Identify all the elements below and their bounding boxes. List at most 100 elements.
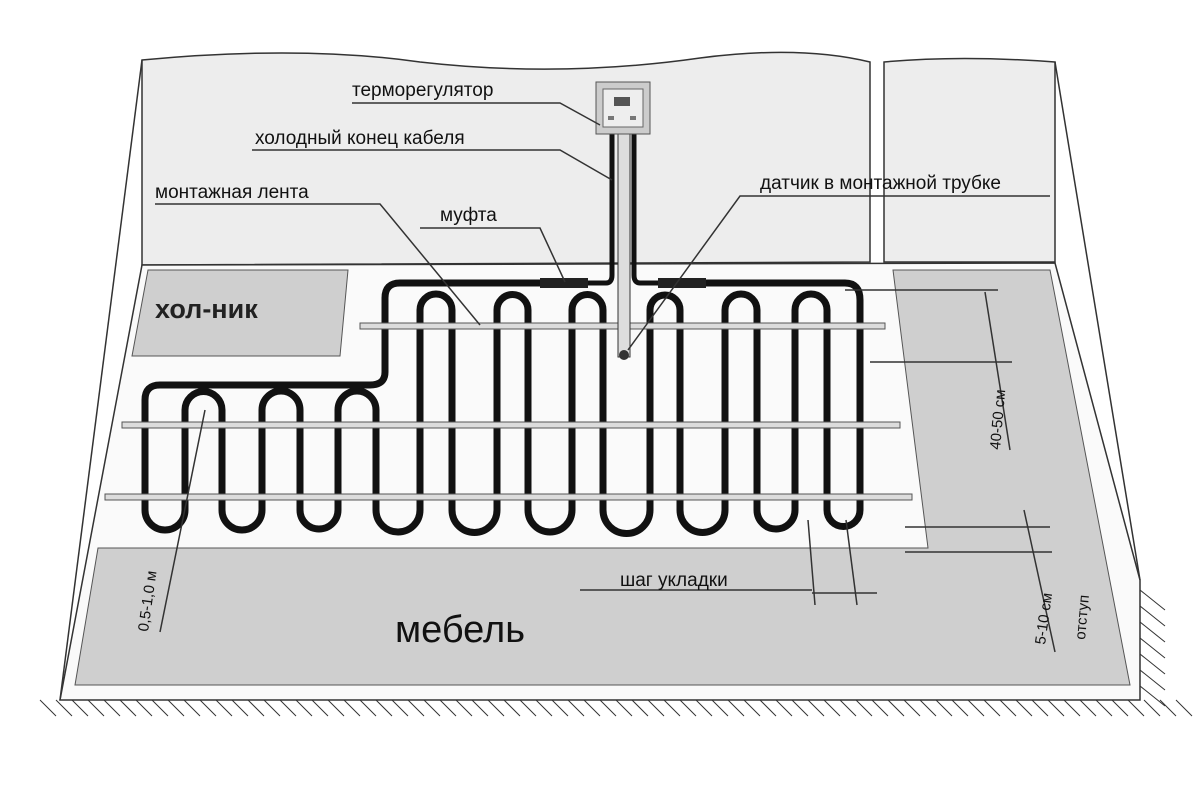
hatch-line bbox=[567, 699, 585, 717]
hatch-line bbox=[199, 699, 217, 717]
back-wall bbox=[141, 51, 871, 266]
hatch-line bbox=[759, 699, 777, 717]
label-sensor: датчик в монтажной трубке bbox=[760, 173, 1001, 194]
hatch-line bbox=[855, 699, 873, 717]
hatch-line bbox=[1139, 669, 1166, 691]
hatch-line bbox=[807, 699, 825, 717]
hatch-line bbox=[695, 699, 713, 717]
sensor-tube bbox=[617, 131, 631, 358]
hatch-line bbox=[727, 699, 745, 717]
label-coupling: муфта bbox=[440, 205, 497, 226]
hatch-line bbox=[1127, 699, 1145, 717]
hatch-line bbox=[1063, 699, 1081, 717]
hatch-line bbox=[503, 699, 521, 717]
hatch-line bbox=[151, 699, 169, 717]
hatch-line bbox=[983, 699, 1001, 717]
hatch-line bbox=[583, 699, 601, 717]
hatch-line bbox=[1139, 589, 1166, 611]
fridge-area bbox=[131, 269, 349, 357]
hatch-line bbox=[1139, 605, 1166, 627]
coupling-left bbox=[540, 278, 588, 288]
hatch-line bbox=[311, 699, 329, 717]
label-fridge: хол-ник bbox=[155, 294, 258, 324]
hatch-line bbox=[439, 699, 457, 717]
hatch-line bbox=[1139, 637, 1166, 659]
hatch-line bbox=[967, 699, 985, 717]
hatch-line bbox=[375, 699, 393, 717]
hatch-line bbox=[823, 699, 841, 717]
hatch-line bbox=[103, 699, 121, 717]
hatch-line bbox=[471, 699, 489, 717]
hatch-line bbox=[247, 699, 265, 717]
hatch-line bbox=[167, 699, 185, 717]
hatch-line bbox=[1031, 699, 1049, 717]
hatch-line bbox=[1139, 685, 1166, 707]
mounting-tape bbox=[121, 421, 901, 429]
hatch-line bbox=[87, 699, 105, 717]
hatch-line bbox=[999, 699, 1017, 717]
hatch-line bbox=[791, 699, 809, 717]
hatch-line bbox=[39, 699, 57, 717]
hatch-line bbox=[183, 699, 201, 717]
hatch-line bbox=[279, 699, 297, 717]
hatch-line bbox=[1143, 699, 1161, 717]
cold-end-cable bbox=[588, 132, 658, 286]
hatch-line bbox=[887, 699, 905, 717]
furniture-area bbox=[74, 269, 1131, 686]
hatch-line bbox=[391, 699, 409, 717]
thermostat-icon bbox=[595, 81, 651, 135]
hatch-line bbox=[535, 699, 553, 717]
hatch-line bbox=[711, 699, 729, 717]
label-tape-spacing: 40-50 см bbox=[987, 389, 1009, 451]
hatch-line bbox=[551, 699, 569, 717]
hatch-line bbox=[343, 699, 361, 717]
floor-hatching bbox=[39, 589, 1193, 717]
coupling-right bbox=[658, 278, 706, 288]
heating-cable bbox=[141, 279, 864, 537]
hatch-line bbox=[423, 699, 441, 717]
hatch-line bbox=[359, 699, 377, 717]
hatch-line bbox=[1015, 699, 1033, 717]
hatch-line bbox=[231, 699, 249, 717]
leader-lines bbox=[155, 102, 1056, 653]
right-wall bbox=[883, 57, 1056, 263]
right-wall-edge bbox=[1054, 61, 1141, 581]
hatch-line bbox=[135, 699, 153, 717]
left-wall-edge bbox=[59, 59, 143, 701]
label-furniture: мебель bbox=[395, 609, 525, 651]
hatch-line bbox=[295, 699, 313, 717]
hatch-line bbox=[743, 699, 761, 717]
hatch-line bbox=[1159, 699, 1177, 717]
hatch-line bbox=[935, 699, 953, 717]
hatch-line bbox=[775, 699, 793, 717]
label-laying-step: шаг укладки bbox=[620, 570, 728, 591]
hatch-line bbox=[647, 699, 665, 717]
hatch-line bbox=[615, 699, 633, 717]
hatch-line bbox=[215, 699, 233, 717]
label-mounting-tape: монтажная лента bbox=[155, 182, 309, 203]
hatch-line bbox=[263, 699, 281, 717]
hatch-line bbox=[55, 699, 73, 717]
hatch-line bbox=[631, 699, 649, 717]
hatch-line bbox=[1139, 653, 1166, 675]
hatch-line bbox=[1111, 699, 1129, 717]
hatch-line bbox=[839, 699, 857, 717]
hatch-line bbox=[1175, 699, 1193, 717]
hatch-line bbox=[679, 699, 697, 717]
hatch-line bbox=[903, 699, 921, 717]
hatch-line bbox=[519, 699, 537, 717]
hatch-line bbox=[599, 699, 617, 717]
hatch-line bbox=[871, 699, 889, 717]
hatch-line bbox=[1079, 699, 1097, 717]
hatch-line bbox=[327, 699, 345, 717]
hatch-line bbox=[919, 699, 937, 717]
sensor bbox=[619, 350, 629, 360]
hatch-line bbox=[455, 699, 473, 717]
label-offset: отступ bbox=[1072, 594, 1093, 640]
label-cold-end: холодный конец кабеля bbox=[255, 128, 465, 149]
hatch-line bbox=[407, 699, 425, 717]
mounting-tape bbox=[104, 493, 913, 501]
hatch-line bbox=[1139, 621, 1166, 643]
